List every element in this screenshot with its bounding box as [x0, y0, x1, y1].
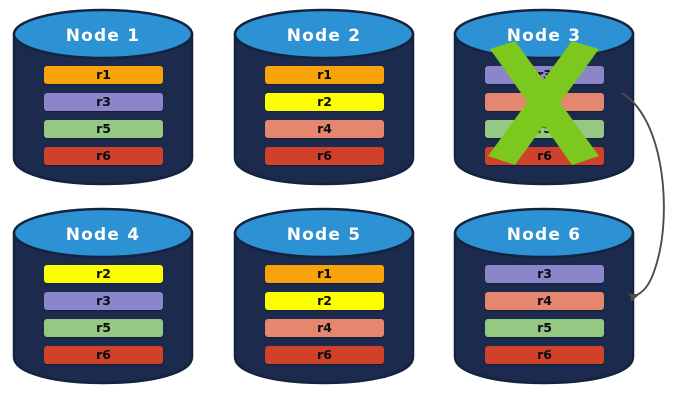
cylinder-top-disc — [233, 207, 415, 259]
replica-list: r2 r3 r5 r6 — [44, 265, 163, 364]
replica-bar[interactable]: r6 — [44, 147, 163, 165]
replica-bar[interactable]: r1 — [265, 265, 384, 283]
replica-bar[interactable]: r1 — [44, 66, 163, 84]
replica-list: r1 r3 r5 r6 — [44, 66, 163, 165]
replica-bar[interactable]: r3 — [44, 93, 163, 111]
replica-bar[interactable]: r4 — [265, 319, 384, 337]
cylinder-top-disc — [453, 207, 635, 259]
cylinder-top-disc — [453, 8, 635, 60]
replica-bar[interactable]: r6 — [265, 346, 384, 364]
replica-bar[interactable]: r3 — [44, 292, 163, 310]
replica-bar[interactable]: r6 — [485, 346, 604, 364]
replica-bar[interactable]: r1 — [265, 66, 384, 84]
replica-bar[interactable]: r3 — [485, 265, 604, 283]
replica-bar[interactable]: r6 — [44, 346, 163, 364]
cylinder-top-disc — [12, 8, 194, 60]
replica-bar[interactable]: r3 — [485, 66, 604, 84]
replica-bar[interactable]: r5 — [485, 319, 604, 337]
replica-bar[interactable]: r4 — [485, 292, 604, 310]
replica-bar[interactable]: r5 — [44, 319, 163, 337]
replica-list: r3 r4 r5 r6 — [485, 265, 604, 364]
replica-bar[interactable]: r6 — [485, 147, 604, 165]
replica-bar[interactable]: r5 — [485, 120, 604, 138]
replica-bar[interactable]: r2 — [265, 93, 384, 111]
replica-bar[interactable]: r4 — [485, 93, 604, 111]
replica-bar[interactable]: r5 — [44, 120, 163, 138]
replica-bar[interactable]: r2 — [265, 292, 384, 310]
replica-list: r3 r4 r5 r6 — [485, 66, 604, 165]
cylinder-top-disc — [12, 207, 194, 259]
replica-list: r1 r2 r4 r6 — [265, 66, 384, 165]
replica-bar[interactable]: r2 — [44, 265, 163, 283]
cylinder-top-disc — [233, 8, 415, 60]
replica-list: r1 r2 r4 r6 — [265, 265, 384, 364]
replica-bar[interactable]: r6 — [265, 147, 384, 165]
replica-bar[interactable]: r4 — [265, 120, 384, 138]
